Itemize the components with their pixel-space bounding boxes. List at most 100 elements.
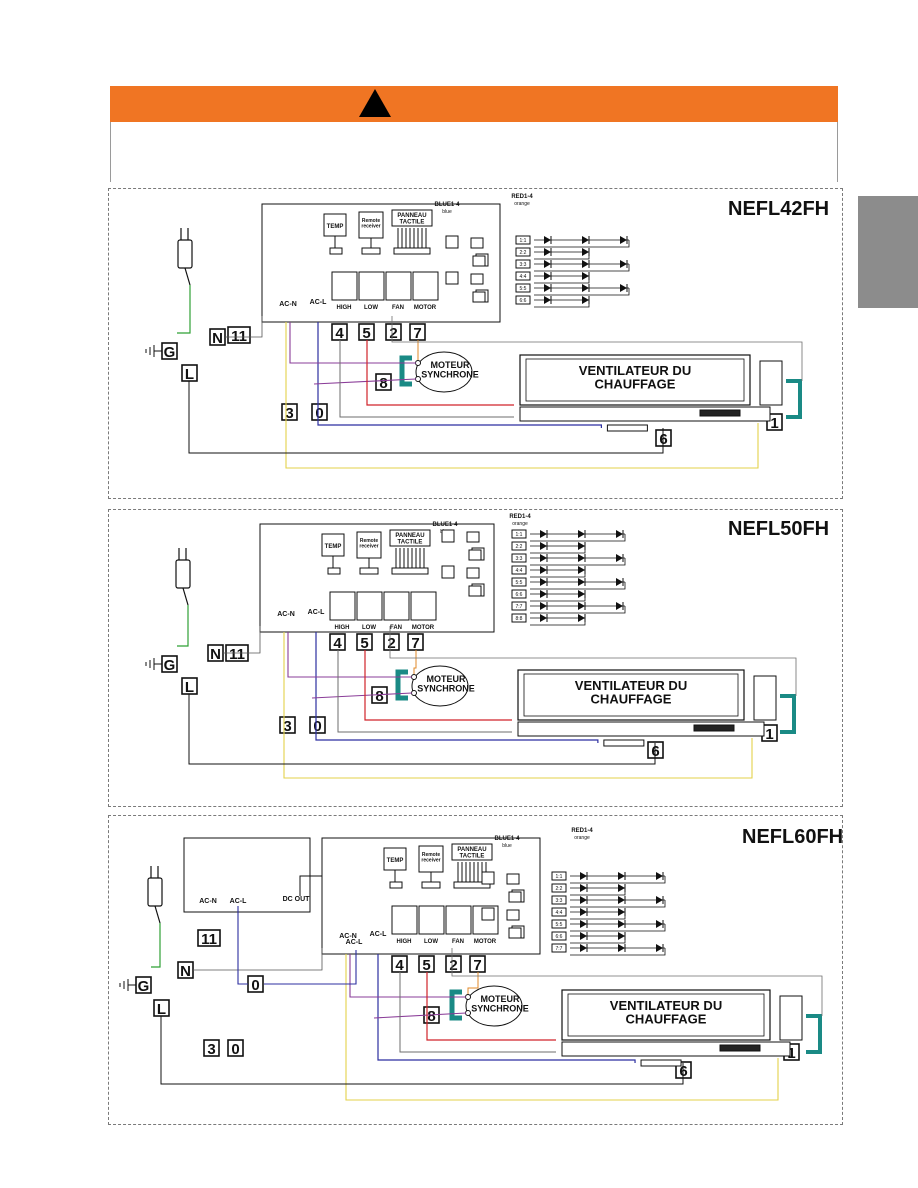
connector-label: 3:3: [520, 262, 527, 268]
thermostat-switch: [759, 360, 783, 406]
wire-number-11-box: [227, 326, 251, 344]
diode-icon: [544, 296, 551, 304]
wire-number-11: 11: [229, 646, 245, 663]
led-header: [441, 529, 455, 543]
purple-wire: [373, 1012, 467, 1019]
relay-label-motor: MOTOR: [414, 305, 437, 311]
connector-label: 6:6: [520, 298, 527, 304]
relay-high: [331, 271, 358, 301]
diode-icon: [656, 944, 663, 952]
relay-low: [356, 591, 383, 621]
relay-low: [358, 271, 385, 301]
connector-block: [551, 883, 567, 893]
wire-number-7: 7: [413, 325, 421, 342]
connector-block: [551, 895, 567, 905]
connector-block: [511, 589, 527, 599]
wire-number-11: 11: [231, 328, 247, 345]
relay-label-high: HIGH: [337, 305, 352, 311]
led-header-pin: [472, 291, 486, 303]
connector-block: [515, 235, 531, 245]
led-strip: [570, 888, 626, 896]
motor-terminal: [411, 674, 417, 680]
diode-icon: [578, 542, 585, 550]
warning-banner: [110, 86, 838, 122]
diode-icon: [618, 884, 625, 892]
heater-fan-inner: [523, 673, 739, 717]
connector-block: [515, 271, 531, 281]
plug-icon: [147, 877, 163, 907]
ac-l-label: AC-L: [370, 931, 387, 938]
connector-block: [551, 931, 567, 941]
wire-number-8: 8: [375, 688, 383, 705]
relay-fan: [383, 591, 410, 621]
diode-icon: [582, 248, 589, 256]
relay-label-fan: FAN: [390, 625, 402, 631]
yellow-wire: [283, 632, 753, 779]
connector-block: [511, 541, 527, 551]
touch-conn: [453, 881, 491, 889]
ac-n-label-psu: AC-N: [199, 898, 217, 905]
red-label: RED1-4: [571, 828, 593, 834]
connector-block: [511, 577, 527, 587]
diode-icon: [580, 908, 587, 916]
wire-number-4: 4: [335, 325, 344, 342]
connector-block: [551, 919, 567, 929]
wire-number-0-box: [227, 1039, 244, 1057]
connector-label: 6:6: [556, 934, 563, 940]
led-header-pin: [466, 567, 480, 579]
diode-icon: [618, 896, 625, 904]
purple-wire: [289, 322, 416, 364]
diode-icon: [540, 614, 547, 622]
connector-block: [515, 283, 531, 293]
diode-icon: [540, 542, 547, 550]
neutral-n: N: [212, 330, 223, 347]
connector-block: [551, 943, 567, 953]
led-header: [445, 235, 459, 249]
heater-rating-plate: [699, 409, 741, 417]
wire-number-0-psu: 0: [251, 977, 259, 994]
connector-label: 5:5: [520, 286, 527, 292]
relay-motor: [410, 591, 437, 621]
connector-label: 7:7: [556, 946, 563, 952]
diode-icon: [540, 566, 547, 574]
diode-icon: [616, 530, 623, 538]
led-strip: [530, 558, 626, 566]
led-strip: [534, 240, 630, 248]
led-strip: [534, 300, 590, 308]
diode-icon: [656, 920, 663, 928]
diode-icon: [540, 602, 547, 610]
grey-wire: [399, 972, 556, 1053]
red-sub-label: orange: [512, 521, 528, 527]
diode-icon: [656, 872, 663, 880]
ac-l-label: AC-L: [308, 609, 325, 616]
diode-icon: [578, 530, 585, 538]
connector-label: 3:3: [556, 898, 563, 904]
motor-bracket-icon: [399, 355, 412, 387]
connector-label: 8:8: [516, 616, 523, 622]
wire-number-2: 2: [389, 325, 397, 342]
blue-label: BLUE1-4: [432, 522, 458, 528]
blue-wire: [264, 950, 357, 985]
plug-icon: [177, 239, 193, 269]
wire-number-11: 11: [201, 931, 217, 948]
heater-fan-inner: [567, 993, 765, 1037]
led-strip: [534, 288, 630, 296]
diode-icon: [544, 272, 551, 280]
relay-low: [418, 905, 445, 935]
wire-number-8: 8: [427, 1008, 435, 1025]
ac-l-label-board: AC-L: [346, 939, 363, 946]
connector-block: [551, 907, 567, 917]
wire-number-3: 3: [283, 718, 291, 735]
led-strip: [530, 606, 626, 614]
connector-label: 2:2: [520, 250, 527, 256]
led-strip: [570, 924, 666, 932]
wire-number-8-box: [375, 373, 392, 391]
green-wire: [151, 923, 161, 968]
led-strip: [570, 912, 626, 920]
model-label: NEFL60FH: [742, 826, 844, 848]
led-strip: [570, 948, 666, 956]
connector-label: 1:1: [520, 238, 527, 244]
